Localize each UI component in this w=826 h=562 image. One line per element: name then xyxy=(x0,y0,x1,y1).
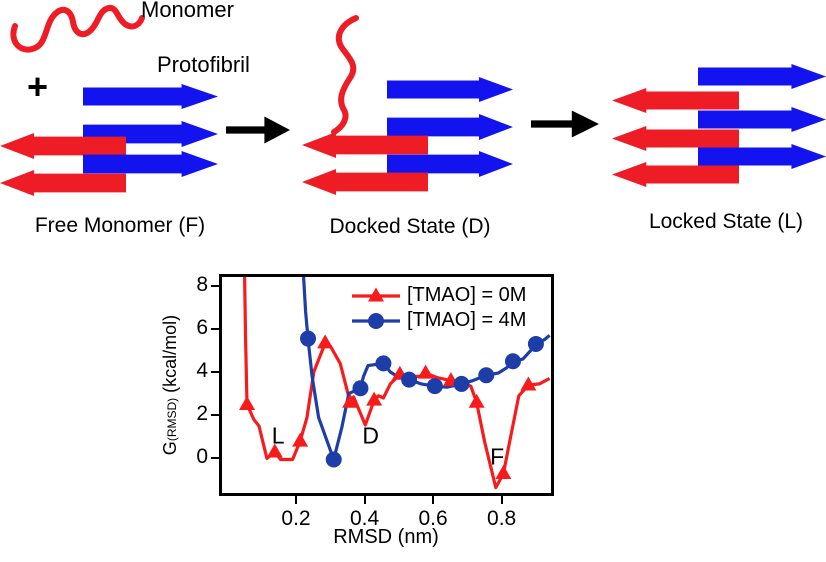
plot-frame xyxy=(219,274,554,496)
plus-sign: + xyxy=(27,66,49,107)
locked-state-label: Locked State (L) xyxy=(648,210,804,233)
legend-item-tmao-0m: [TMAO] = 0M xyxy=(350,283,526,308)
protofibril-strand-blue-arrow xyxy=(83,151,218,177)
data-marker-triangle xyxy=(317,334,334,349)
y-tick-label: 0 xyxy=(196,445,208,469)
data-marker-triangle xyxy=(292,432,309,447)
data-marker-circle xyxy=(352,380,369,397)
protofibril-strand-red-arrow xyxy=(0,170,126,196)
transition-arrow-icon xyxy=(226,116,290,144)
data-marker-triangle xyxy=(468,393,485,408)
docked-strand-red-arrow xyxy=(302,132,428,158)
data-marker-triangle xyxy=(342,393,359,408)
x-tick-label: 0.8 xyxy=(487,507,517,530)
data-marker-circle xyxy=(375,355,392,372)
locked-strand-blue-arrow xyxy=(698,64,826,89)
legend-marker-blue-circle-icon xyxy=(352,312,400,329)
y-tick xyxy=(211,284,219,287)
protofibril-label: Protofibril xyxy=(157,52,250,77)
free-state-label: Free Monomer (F) xyxy=(34,214,206,237)
locked-strand-blue-arrow xyxy=(698,107,826,132)
legend-item-tmao-4m: [TMAO] = 4M xyxy=(350,308,526,333)
annotation-F: F xyxy=(490,443,505,470)
docked-state-label: Docked State (D) xyxy=(329,215,491,238)
y-tick xyxy=(211,414,219,417)
data-marker-triangle xyxy=(520,376,537,391)
data-marker-circle xyxy=(504,353,521,370)
data-marker-circle xyxy=(368,312,384,329)
y-tick xyxy=(211,327,219,330)
data-marker-circle xyxy=(325,451,342,468)
data-marker-triangle xyxy=(266,443,283,458)
locked-strand-red-arrow xyxy=(612,162,739,187)
y-tick xyxy=(211,457,219,460)
legend-marker-red-triangle-icon xyxy=(352,287,400,301)
data-marker-circle xyxy=(401,371,418,388)
transition-arrow-icon xyxy=(531,110,599,138)
y-tick xyxy=(211,371,219,374)
protofibril-strand-blue-arrow xyxy=(83,84,218,109)
docked-strand-red-arrow xyxy=(302,169,428,195)
y-tick-label: 6 xyxy=(196,315,208,339)
x-tick-label: 0.2 xyxy=(281,507,311,530)
x-axis-label: RMSD (nm) xyxy=(333,526,439,548)
locked-strand-red-arrow xyxy=(612,88,739,113)
data-marker-triangle xyxy=(417,364,434,379)
annotation-D: D xyxy=(362,422,380,449)
chart-legend: [TMAO] = 0M [TMAO] = 4M xyxy=(350,283,526,333)
legend-label: [TMAO] = 0M xyxy=(407,284,527,306)
locked-strand-blue-arrow xyxy=(698,144,826,169)
data-marker-triangle xyxy=(239,395,256,410)
x-tick xyxy=(295,496,298,504)
x-tick xyxy=(500,496,503,504)
y-tick-label: 8 xyxy=(196,272,208,296)
locked-strand-red-arrow xyxy=(612,126,739,151)
free-energy-plot xyxy=(239,277,551,490)
y-tick-label: 2 xyxy=(196,402,208,426)
x-tick xyxy=(432,496,435,504)
data-marker-circle xyxy=(478,367,495,384)
data-marker-circle xyxy=(300,330,317,347)
x-tick xyxy=(363,496,366,504)
monomer-label: Monomer xyxy=(141,0,234,22)
docked-strand-blue-arrow xyxy=(387,77,513,102)
y-tick-label: 4 xyxy=(196,358,208,382)
legend-label: [TMAO] = 4M xyxy=(407,309,527,331)
data-marker-triangle xyxy=(495,465,512,480)
data-marker-triangle xyxy=(366,391,383,406)
data-marker-circle xyxy=(426,378,443,395)
x-tick-label: 0.6 xyxy=(418,507,448,530)
x-tick-label: 0.4 xyxy=(349,507,380,530)
docked-monomer-squiggle-icon xyxy=(331,15,359,135)
data-marker-circle xyxy=(453,375,470,392)
data-marker-circle xyxy=(527,335,544,352)
annotation-L: L xyxy=(271,422,285,449)
data-marker-triangle xyxy=(368,287,384,301)
free-monomer-squiggle-icon xyxy=(10,5,145,53)
